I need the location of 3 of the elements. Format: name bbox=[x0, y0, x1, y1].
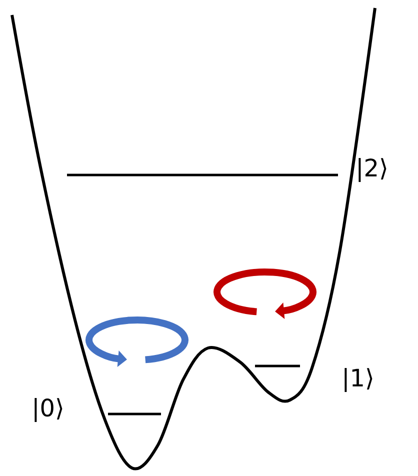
state-label: |2⟩ bbox=[358, 158, 386, 182]
state-label: |0⟩ bbox=[34, 398, 62, 422]
state-label: |1⟩ bbox=[344, 368, 372, 392]
